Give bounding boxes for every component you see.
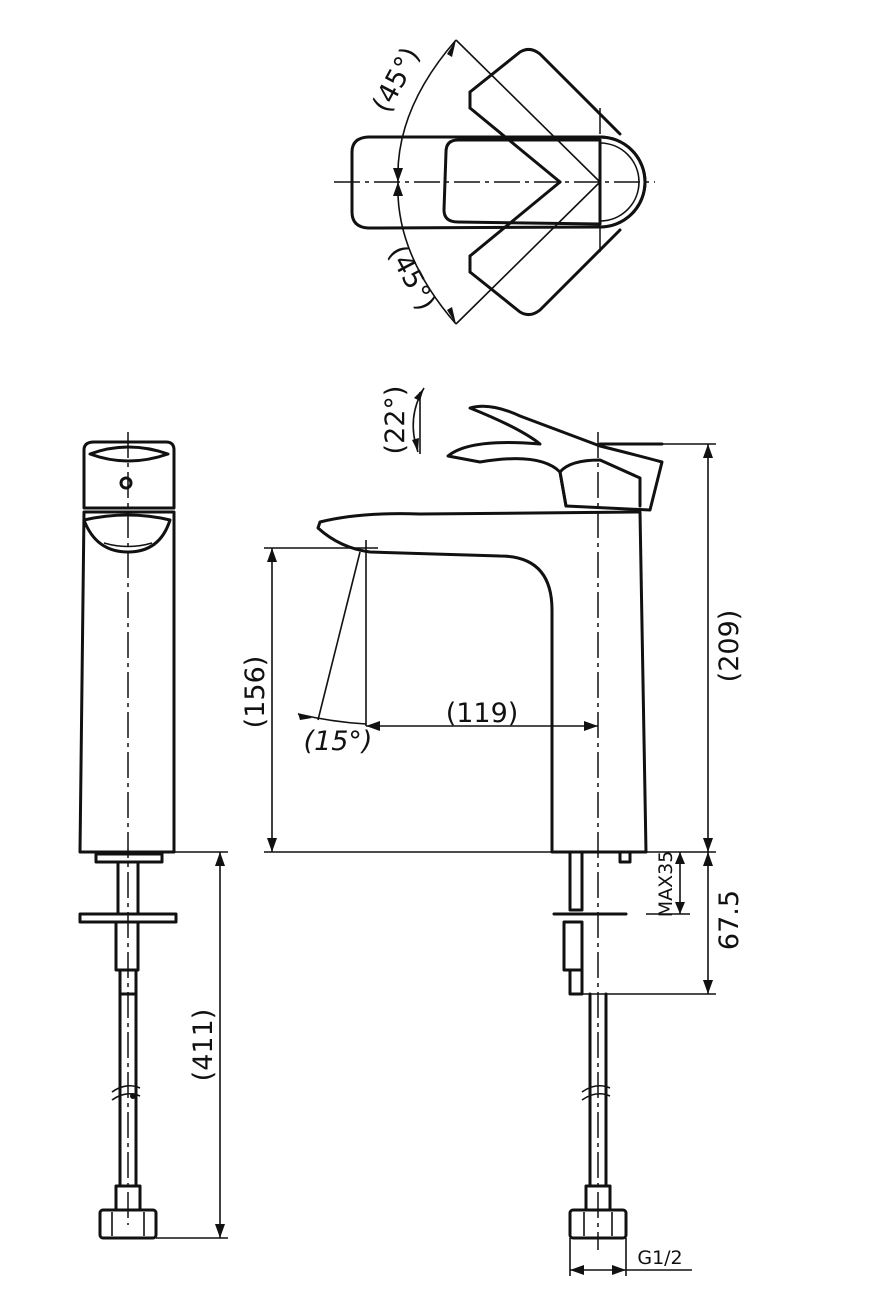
side-view-aerator [103, 542, 153, 548]
top-view-angle-line-upper [455, 39, 601, 183]
side-view-nut [114, 920, 140, 972]
spout-angle-label: (15°) [304, 726, 373, 757]
lever-angle-arrow-top [414, 388, 424, 401]
dim-g12-arrow-right [612, 1265, 626, 1275]
dim-119-arrow-left [366, 721, 380, 731]
dim-209-arrow-bottom [703, 838, 713, 852]
top-view-arrow-mid-b [393, 182, 403, 196]
front-view-hex-nut [568, 1208, 628, 1240]
lever-angle-label: (22°) [380, 386, 411, 455]
dim-156-arrow-top [267, 548, 277, 562]
dim-411-arrow-bottom [215, 1224, 225, 1238]
front-view-nut [562, 920, 584, 972]
top-view-arrow-upper [447, 40, 456, 57]
angle-label-upper: (45°) [367, 42, 427, 117]
dim-411-label: (411) [188, 1009, 219, 1082]
dim-67-5-label: 67.5 [714, 890, 745, 950]
dim-209-arrow-top [703, 444, 713, 458]
angle-label-lower: (45°) [382, 240, 442, 315]
front-view-lever-grip [558, 458, 642, 508]
front-view-pin [618, 850, 632, 864]
dim-max35-label: MAX35 [655, 851, 677, 918]
front-view-shank-left [568, 850, 584, 912]
spout-angle-arrow [298, 713, 312, 720]
front-view-hose-connector [568, 968, 584, 996]
top-view-handle-rotated-upper [468, 47, 622, 136]
front-view-hose-break-1 [581, 1084, 611, 1093]
lever-angle-arrow-bottom [412, 438, 419, 452]
dim-119-arrow-right [584, 721, 598, 731]
top-view-cartridge-circle [598, 135, 647, 229]
front-view-body [316, 510, 648, 854]
side-view-hose-marker [130, 1093, 136, 1099]
spout-angle-line [317, 551, 361, 721]
front-view-lever [446, 404, 664, 512]
top-view-handle-rotated-upper-diag [468, 106, 562, 184]
dim-119-label: (119) [446, 698, 519, 729]
dim-411-arrow-top [215, 852, 225, 866]
side-view-hose-break-2 [111, 1092, 141, 1101]
side-view-spout-outlet [82, 513, 172, 554]
side-view-hex-nut [98, 1208, 158, 1240]
dim-67-5-arrow-bottom [703, 980, 713, 994]
side-view-body [78, 510, 176, 854]
dim-g12-label: G1/2 [637, 1247, 682, 1269]
dim-156-arrow-bottom [267, 838, 277, 852]
top-view-angle-line-lower [455, 181, 601, 325]
top-view-arrow-lower [447, 307, 456, 324]
spout-angle-arc [297, 713, 367, 725]
dim-209-label: (209) [714, 610, 745, 683]
front-view-hose-break-2 [581, 1092, 611, 1101]
top-view-handle [442, 138, 602, 226]
dim-g12-arrow-left [570, 1265, 584, 1275]
top-view-arrow-mid-a [393, 168, 403, 182]
top-view-handle-rotated-lower-diag [468, 180, 562, 258]
side-view-hose-connector [118, 968, 138, 996]
side-view-handle-top-curve [88, 445, 170, 463]
top-view-cartridge-inner [599, 142, 640, 222]
dim-max35-arrow-bottom [675, 902, 685, 914]
side-view-hose-break-1 [111, 1084, 141, 1093]
top-view-handle-rotated-lower [468, 228, 622, 317]
top-view: (45°) (45°) [334, 39, 655, 325]
dim-max35-arrow-top [675, 852, 685, 864]
side-view-handle [82, 440, 176, 510]
side-view-handle-indicator [119, 476, 133, 490]
front-view: (22°) (15°) (156) (119) (209) [240, 386, 745, 1276]
dim-67-5-arrow-top [703, 852, 713, 866]
dim-156-label: (156) [240, 656, 271, 729]
side-view: (411) [78, 432, 228, 1240]
